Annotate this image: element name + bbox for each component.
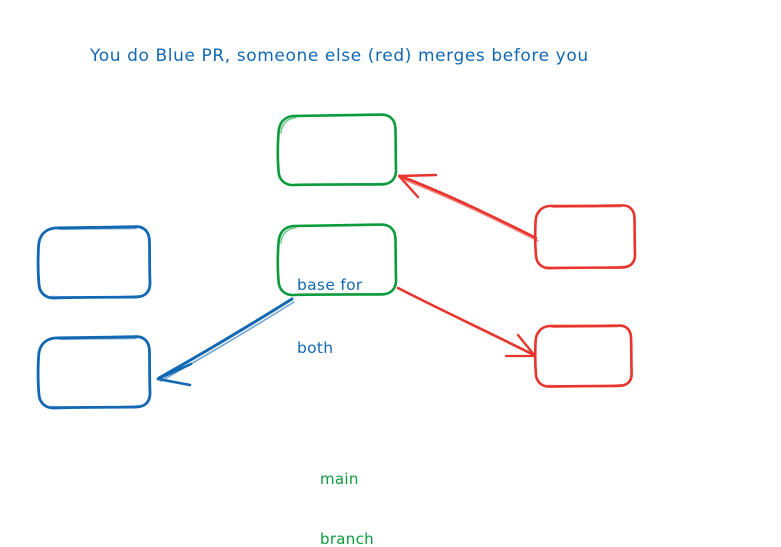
main-branch-caption-line2: branch	[320, 530, 374, 547]
node-base-commit-label: base for both	[297, 233, 363, 400]
node-top-green-commit[interactable]	[276, 113, 398, 187]
edge-red-arrow-to-top-green	[397, 173, 539, 242]
node-blue-commit-lower[interactable]	[36, 335, 152, 410]
edge-blue-arrow-from-base	[156, 297, 295, 387]
node-base-commit-label-line2: both	[297, 338, 334, 357]
node-base-commit-label-line1: base for	[297, 275, 363, 294]
diagram-title: You do Blue PR, someone else (red) merge…	[90, 46, 589, 66]
edge-red-arrow-from-base	[396, 286, 537, 358]
node-red-commit-lower[interactable]	[533, 324, 633, 388]
main-branch-caption-line1: main	[320, 469, 359, 488]
node-blue-commit-upper[interactable]	[36, 225, 152, 300]
node-base-commit[interactable]	[276, 223, 398, 297]
node-red-commit-upper[interactable]	[533, 204, 637, 270]
main-branch-caption: main branch	[320, 428, 374, 547]
